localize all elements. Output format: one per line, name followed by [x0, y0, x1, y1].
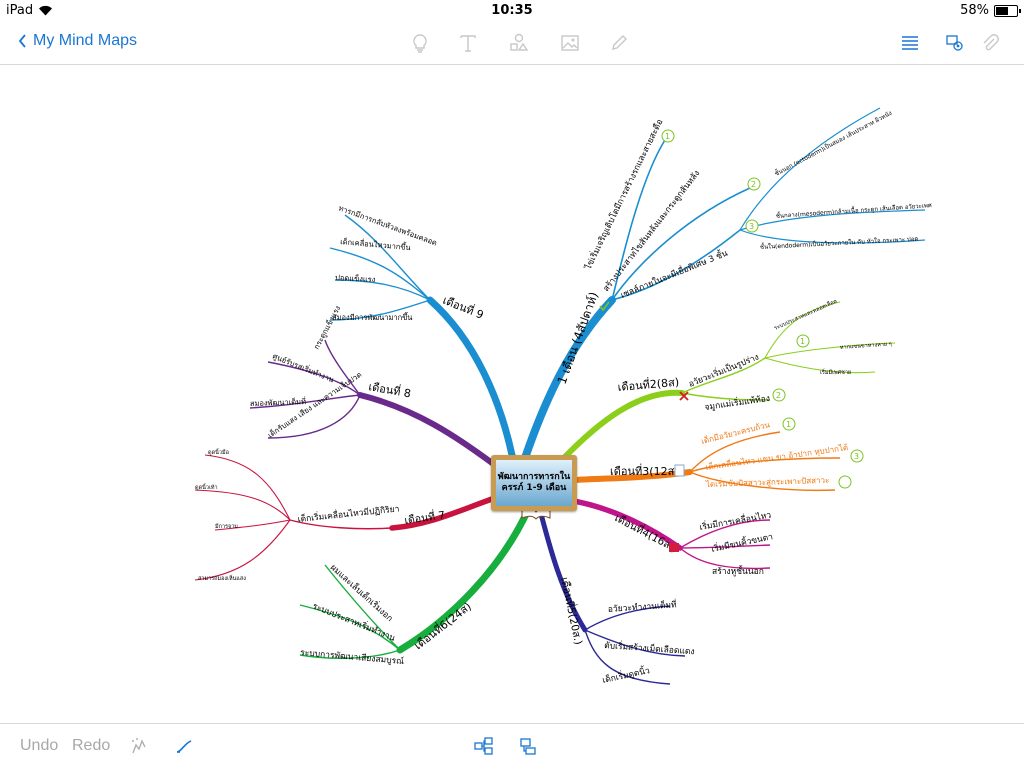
month-1-item-1: ไข่เริ่มเจริญเติบโตมีการสร้างรกและสายสะด…	[581, 117, 665, 272]
bottom-toolbar: Undo Redo	[0, 723, 1024, 769]
number-marker-2: 2	[772, 388, 786, 402]
brainstorm-icon	[132, 738, 146, 754]
image-button[interactable]	[557, 30, 583, 56]
topic-icon	[520, 738, 536, 755]
chevron-left-icon	[18, 34, 26, 48]
branch-month-2-label: เดือนที่2(8ส)	[617, 374, 680, 394]
back-button[interactable]: My Mind Maps	[18, 32, 137, 50]
month-1-layer-2: ชั้นกลาง(mesoderm)กล้ามเนื้อ กระดูก เส้น…	[775, 199, 932, 220]
text-style-button[interactable]	[455, 30, 481, 56]
month-7-detail-4: สามารถมองเห็นแสง	[198, 574, 246, 582]
branch-month-6[interactable]: เดือนที่6(24ส) ผมและเล็บเด็กเริ่มงอก ระบ…	[300, 506, 532, 667]
month-4-item-3: สร้างหูชั้นนอก	[712, 565, 764, 577]
paperclip-icon	[983, 34, 999, 51]
number-marker-1: 1	[661, 129, 675, 143]
month-8-item-3: สมองพัฒนาเต็มที่	[250, 396, 306, 408]
back-button-label: My Mind Maps	[33, 32, 138, 49]
month-4-item-2: เริ่มมีขนคิ้วขนตา	[710, 530, 774, 555]
battery-percent: 58%	[960, 3, 989, 18]
month-1-layer-3: ชั้นใน(endoderm)เป็นอวัยวะภายใน ตับ หัวใ…	[760, 233, 919, 251]
svg-text:1: 1	[665, 132, 670, 141]
list-icon	[902, 36, 918, 50]
outline-button[interactable]	[897, 30, 923, 56]
status-bar: iPad 10:35 58%	[0, 0, 1024, 22]
branch-month-1-label: 1 เดือน (4สัปดาห์)	[555, 290, 601, 386]
redo-button[interactable]: Redo	[72, 737, 111, 754]
map-settings-button[interactable]	[942, 30, 968, 56]
attachment-button[interactable]	[977, 30, 1003, 56]
branch-month-3-label: เดือนที่3(12ส.)	[610, 463, 682, 478]
svg-text:2: 2	[751, 180, 756, 189]
svg-text:1: 1	[786, 420, 791, 429]
pencil-icon	[612, 35, 627, 50]
month-4-item-1: เริ่มมีการเคลื่อนไหว	[698, 509, 772, 533]
number-marker-2: 2	[747, 177, 761, 191]
mind-map-svg: 1 เดือน (4สัปดาห์) ไข่เริ่มเจริญเติบโตมี…	[194, 107, 932, 686]
shapes-button[interactable]	[506, 30, 532, 56]
image-icon	[561, 35, 579, 51]
text-icon	[460, 35, 476, 52]
branch-month-4[interactable]: เดือนที่4(16ส.) เริ่มมีการเคลื่อนไหว เริ…	[565, 497, 774, 577]
cross-icon	[679, 391, 689, 401]
status-time: 10:35	[491, 3, 533, 18]
svg-text:1: 1	[800, 337, 805, 346]
brainstorm-button[interactable]	[128, 735, 150, 757]
month-7-detail-1: ดูดนิ้วมือ	[208, 448, 229, 456]
month-5-item-2: ตับเริ่มสร้างเม็ดเลือดแดง	[604, 639, 695, 657]
month-5-item-1: อวัยวะทำงานเต็มที่	[607, 598, 677, 615]
wifi-icon	[39, 5, 53, 16]
month-6-item-3: ระบบการพัฒนาเสียงสมบูรณ์	[300, 647, 405, 667]
month-7-detail-2: ดูดนิ้วเท้า	[195, 483, 218, 491]
month-2-detail-1: ระบบประสาทและหลอดเลือด	[773, 298, 839, 332]
pencil-button[interactable]	[606, 30, 632, 56]
lightbulb-button[interactable]	[407, 30, 433, 56]
branch-month-6-label: เดือนที่6(24ส)	[411, 598, 474, 652]
number-marker-1: 1	[782, 417, 796, 431]
branch-month-7[interactable]: เดือนที่ 7 เด็กเริ่มเคลื่อนไหวมีปฏิกิริย…	[194, 448, 498, 582]
lightbulb-icon	[413, 34, 427, 53]
note-icon	[674, 464, 685, 477]
add-subtopic-button[interactable]	[472, 735, 494, 757]
calendar-icon	[669, 543, 679, 552]
number-marker-4	[838, 475, 852, 489]
month-7-item: เด็กเริ่มเคลื่อนไหวมีปฏิกิริยา	[297, 502, 400, 525]
mind-map-canvas[interactable]: 1 เดือน (4สัปดาห์) ไข่เริ่มเจริญเติบโตมี…	[0, 65, 1024, 723]
undo-button[interactable]: Undo	[20, 737, 59, 754]
svg-text:2: 2	[776, 391, 781, 400]
month-1-layer-1: ชั้นนอก (ectoderm)เป็นสมอง เส้นประสาท ผิ…	[772, 107, 893, 178]
central-topic[interactable]: พัฒนาการทารกในครรภ์ 1-9 เดือน	[491, 455, 577, 511]
check-icon	[599, 301, 610, 312]
add-topic-button[interactable]	[517, 735, 539, 757]
svg-text:3: 3	[749, 222, 754, 231]
month-2-detail-3: เริ่มมีเพศชาย	[820, 368, 851, 376]
branch-month-5[interactable]: เดือนที่5(20ส.) อวัยวะทำงานเต็มที่ ตับเร…	[537, 507, 695, 686]
month-2-item-1: อวัยวะเริ่มเป็นรูปร่าง	[687, 351, 761, 390]
month-9-item-2: เด็กเคลื่อนไหวมากขึ้น	[340, 236, 411, 252]
subtopic-icon	[474, 737, 493, 755]
month-3-item-2: เด็กเคลื่อนไหว แขน ขา อ้าปาก หุบปากได้	[705, 441, 849, 472]
navigation-bar: My Mind Maps	[0, 22, 1024, 65]
month-8-item-2: ศูนย์รับรสเริ่มทำงาน	[271, 351, 335, 385]
relationship-icon	[176, 740, 192, 753]
central-topic-text: พัฒนาการทารกในครรภ์ 1-9 เดือน	[496, 460, 572, 506]
branch-month-5-label: เดือนที่5(20ส.)	[558, 576, 586, 646]
battery-icon	[994, 4, 1021, 17]
branch-month-7-label: เดือนที่ 7	[403, 507, 445, 527]
month-1-item-2: สร้างประสาทไขสันหลังและกระดูกสันหลัง	[601, 168, 703, 294]
number-marker-3: 3	[745, 219, 759, 233]
device-name: iPad	[6, 3, 34, 18]
branch-month-3[interactable]: เดือนที่3(12ส.) เด็กมีอวัยวะครบถ้วน เด็ก…	[572, 417, 864, 492]
number-marker-1: 1	[796, 334, 810, 348]
shapes-icon	[510, 33, 529, 51]
svg-text:3: 3	[854, 452, 859, 461]
month-7-detail-3: มีการจาม	[215, 523, 239, 530]
month-2-item-2: จมูกแม่เริ่มแพ้ท้อง	[704, 392, 771, 413]
number-marker-3: 3	[850, 449, 864, 463]
month-3-item-1: เด็กมีอวัยวะครบถ้วน	[700, 419, 771, 446]
month-9-item-4: สมองมีการพัฒนามากขึ้น	[332, 312, 412, 322]
relationship-button[interactable]	[173, 735, 195, 757]
gear-icon	[946, 35, 963, 51]
month-2-detail-2: หากแขนขาหางหาย ๆ	[840, 341, 892, 351]
month-9-item-3: ปอดแข็งแรง	[335, 272, 376, 284]
